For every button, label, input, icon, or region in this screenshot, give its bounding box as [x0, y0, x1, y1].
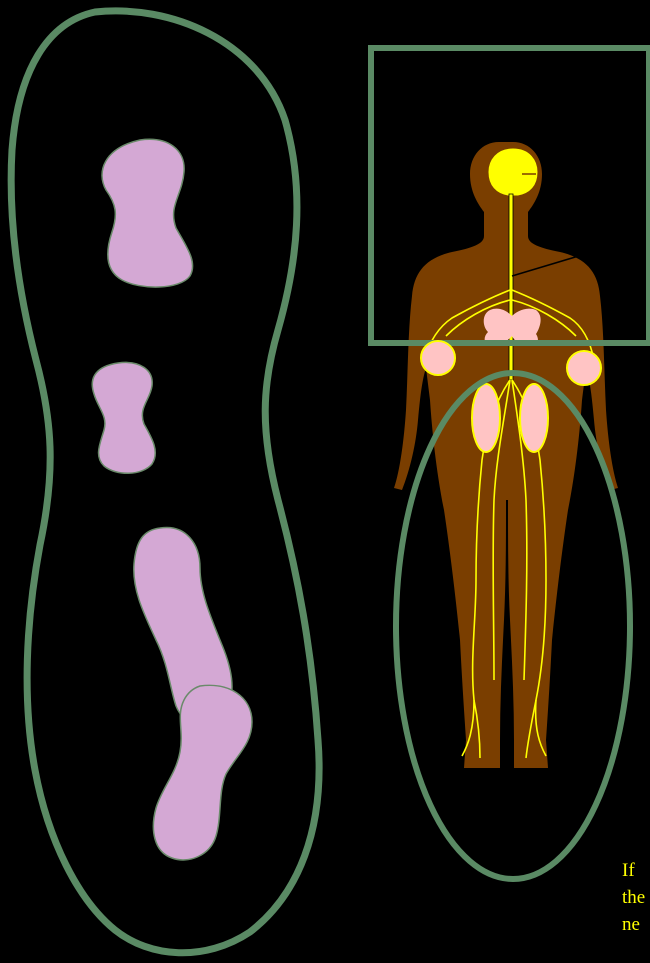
right-hip-organ	[520, 384, 548, 452]
left-hip-organ	[472, 384, 500, 452]
caption-line-1: If	[622, 857, 650, 884]
brain	[488, 148, 538, 196]
right-hand-joint	[567, 351, 601, 385]
upper-blob	[102, 139, 193, 287]
left-hand-joint	[421, 341, 455, 375]
caption-line-2: the	[622, 884, 650, 911]
middle-blob	[92, 362, 155, 473]
bottom-blob	[153, 685, 252, 860]
caption-line-3: ne	[622, 911, 650, 938]
caption-text: If the ne	[622, 857, 650, 938]
spinal-cord	[509, 194, 513, 380]
